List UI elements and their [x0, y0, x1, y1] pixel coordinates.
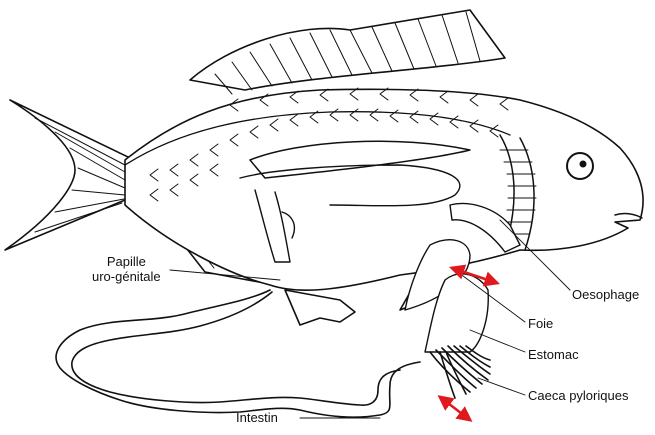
label-papille-uro-genitale: Papille uro-génitale — [92, 254, 161, 284]
caudal-fin — [5, 100, 130, 250]
label-intestin: Intestin — [236, 410, 278, 425]
eye — [567, 153, 593, 179]
label-estomac: Estomac — [528, 347, 579, 362]
label-papille-line2: uro-génitale — [92, 269, 161, 284]
label-foie: Foie — [528, 316, 553, 331]
intestine — [56, 290, 420, 417]
label-oesophage: Oesophage — [572, 287, 639, 302]
arrow-caeca-intestin — [440, 397, 470, 420]
label-papille-line1: Papille — [92, 254, 161, 269]
label-caeca-pyloriques: Caeca pyloriques — [528, 388, 628, 403]
pyloric-caeca — [430, 346, 490, 398]
dorsal-fin — [190, 10, 505, 94]
pupil — [580, 161, 587, 168]
